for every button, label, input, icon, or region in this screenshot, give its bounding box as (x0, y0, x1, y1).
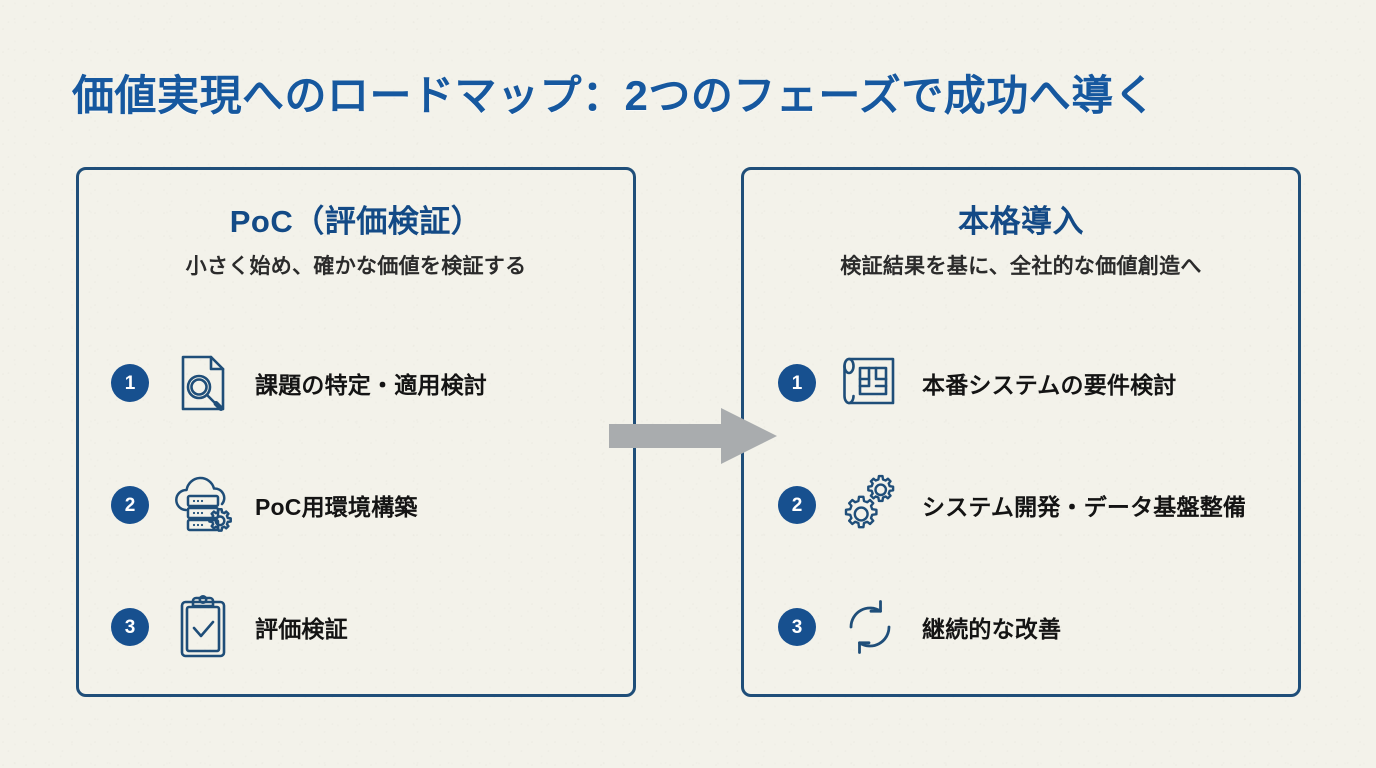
step-number-badge: 2 (778, 486, 816, 524)
gears-icon (834, 469, 906, 541)
step-list-full-deployment: 1 本番システムの要件検討 2 (744, 322, 1298, 688)
panel-title-poc: PoC（評価検証） (229, 204, 483, 239)
step-label: 課題の特定・適用検討 (255, 372, 487, 398)
page-title: 価値実現へのロードマップ：2つのフェーズで成功へ導く (72, 72, 1157, 119)
blueprint-icon (834, 347, 906, 419)
list-item[interactable]: 3 評価検証 (79, 566, 633, 688)
step-number-badge: 1 (111, 364, 149, 402)
panel-title-full-deployment: 本格導入 (958, 204, 1084, 239)
step-label: 評価検証 (255, 616, 348, 642)
step-number-badge: 3 (111, 608, 149, 646)
list-item[interactable]: 3 継続的な改善 (744, 566, 1298, 688)
panel-subtitle-poc: 小さく始め、確かな価値を検証する (185, 255, 527, 278)
cloud-server-gear-icon (167, 469, 239, 541)
refresh-cycle-icon (834, 591, 906, 663)
step-label: PoC用環境構築 (255, 494, 418, 520)
step-number-badge: 3 (778, 608, 816, 646)
step-number-badge: 1 (778, 364, 816, 402)
step-list-poc: 1 課題の特定・適用検討 2 (79, 322, 633, 688)
panel-subtitle-full-deployment: 検証結果を基に、全社的な価値創造へ (840, 255, 1202, 278)
list-item[interactable]: 1 本番システムの要件検討 (744, 322, 1298, 444)
phase-panel-poc: PoC（評価検証） 小さく始め、確かな価値を検証する 1 課題の特定・適用検討 (76, 167, 636, 697)
step-label: システム開発・データ基盤整備 (922, 494, 1247, 520)
step-label: 本番システムの要件検討 (922, 372, 1177, 398)
clipboard-check-icon (167, 591, 239, 663)
document-magnifier-icon (167, 347, 239, 419)
phase-transition-arrow (609, 408, 777, 464)
step-label: 継続的な改善 (922, 616, 1062, 642)
list-item[interactable]: 1 課題の特定・適用検討 (79, 322, 633, 444)
step-number-badge: 2 (111, 486, 149, 524)
phase-panel-full-deployment: 本格導入 検証結果を基に、全社的な価値創造へ 1 (741, 167, 1301, 697)
list-item[interactable]: 2 (79, 444, 633, 566)
list-item[interactable]: 2 システム開発・データ基盤整備 (744, 444, 1298, 566)
